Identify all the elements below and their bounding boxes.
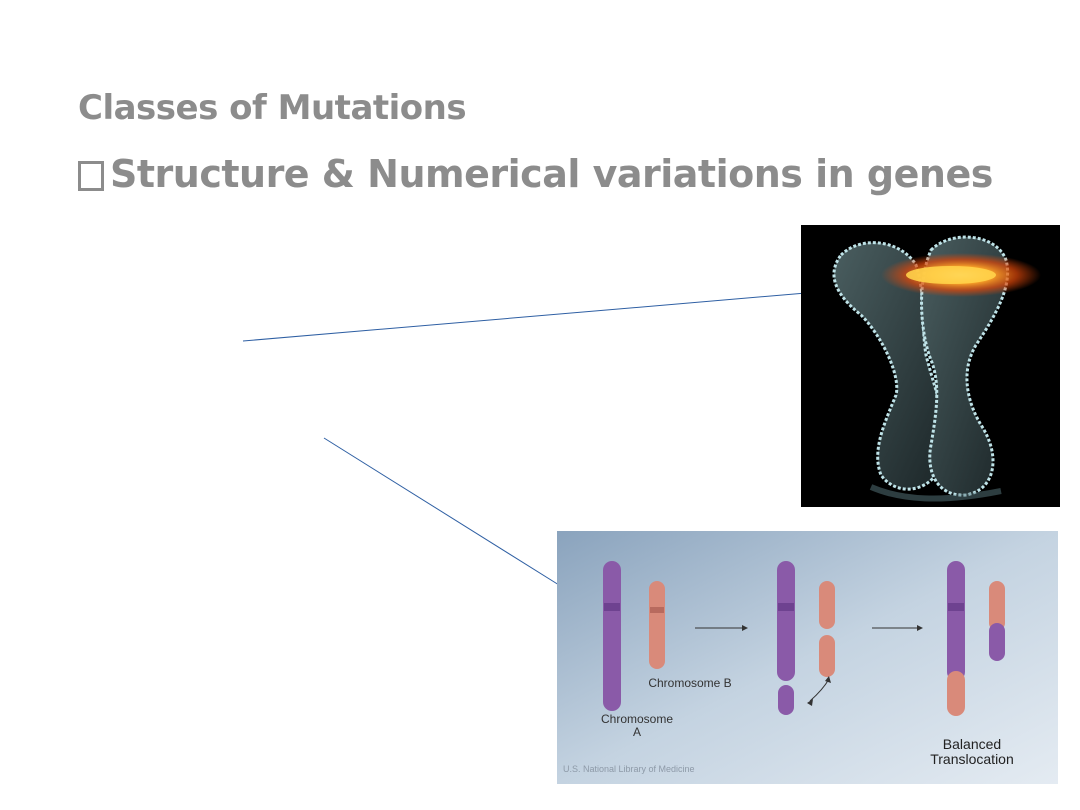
connector-line-2 (323, 437, 560, 586)
label-chromosome-b: Chromosome B (648, 676, 732, 690)
chromosome-a (603, 561, 621, 711)
image-credit: U.S. National Library of Medicine (563, 764, 695, 774)
chromosome-image (801, 225, 1060, 507)
square-bullet-icon (78, 161, 104, 191)
bullet-text: Structure & Numerical variations in gene… (110, 152, 993, 196)
translocation-image: Chromosome B Chromosome A Balanced Trans… (557, 531, 1058, 784)
label-chromosome-a: Chromosome A (600, 712, 674, 739)
label-balanced-translocation: Balanced Translocation (930, 736, 1014, 767)
chromosome-b (649, 581, 665, 669)
bullet-item: Structure & Numerical variations in gene… (78, 152, 993, 196)
slide-title: Classes of Mutations (78, 88, 467, 128)
